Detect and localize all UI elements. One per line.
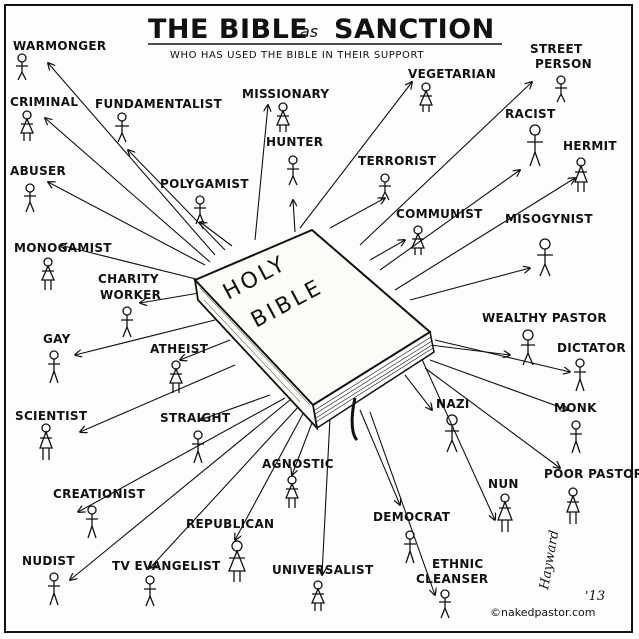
- figure-missionary: [276, 102, 290, 132]
- label-criminal: CRIMINAL: [10, 95, 78, 109]
- label-nun: NUN: [488, 477, 519, 491]
- label-hermit: HERMIT: [563, 139, 617, 153]
- figure-criminal: [20, 110, 34, 141]
- label-monogamist: MONOGAMIST: [14, 241, 112, 255]
- label-vegetarian: VEGETARIAN: [408, 67, 496, 81]
- figure-communist: [411, 225, 425, 255]
- artist-signature: Hayward: [537, 529, 562, 592]
- figure-ethnic-cleanser: [439, 589, 451, 619]
- label-republican: REPUBLICAN: [186, 517, 274, 531]
- figure-hermit: [574, 157, 588, 192]
- label-wealthy-pastor: WEALTHY PASTOR: [482, 311, 607, 325]
- figure-scientist: [39, 423, 53, 460]
- labels: WARMONGER CRIMINAL FUNDAMENTALIST MISSIO…: [10, 39, 639, 586]
- label-street-person-1: STREET: [530, 42, 583, 56]
- label-charity-worker-1: CHARITY: [98, 272, 159, 286]
- figure-democrat: [404, 530, 416, 564]
- label-ethnic-cleanser-1: ETHNIC: [432, 557, 484, 571]
- figure-charity-worker: [121, 306, 133, 338]
- label-abuser: ABUSER: [10, 164, 66, 178]
- label-nazi: NAZI: [436, 397, 470, 411]
- label-ethnic-cleanser-2: CLEANSER: [416, 572, 488, 586]
- cartoon-title: THE BIBLE as SANCTION WHO HAS USED THE B…: [148, 14, 502, 61]
- title-main-right: SANCTION: [334, 14, 495, 45]
- figure-hunter: [287, 155, 299, 186]
- figure-poor-pastor: [566, 487, 580, 524]
- label-democrat: DEMOCRAT: [373, 510, 451, 524]
- label-warmonger: WARMONGER: [13, 39, 106, 53]
- figure-vegetarian: [419, 82, 433, 112]
- arrows: [45, 63, 575, 595]
- label-nudist: NUDIST: [22, 554, 75, 568]
- copyright-credit: ©nakedpastor.com: [490, 606, 595, 619]
- label-communist: COMMUNIST: [396, 207, 483, 221]
- label-street-person-2: PERSON: [535, 57, 592, 71]
- label-creationist: CREATIONIST: [53, 487, 146, 501]
- figure-fundamentalist: [115, 112, 129, 143]
- figure-abuser: [24, 183, 36, 213]
- label-scientist: SCIENTIST: [15, 409, 88, 423]
- figure-misogynist: [537, 238, 553, 277]
- figure-atheist: [169, 360, 183, 393]
- figure-creationist: [86, 505, 98, 539]
- signature-block: Hayward '13 ©nakedpastor.com: [490, 529, 605, 619]
- figure-tv-evangelist: [144, 575, 156, 607]
- figure-wealthy-pastor: [521, 329, 535, 366]
- figure-nudist: [48, 572, 60, 606]
- label-dictator: DICTATOR: [557, 341, 626, 355]
- figure-racist: [527, 124, 543, 167]
- label-universalist: UNIVERSALIST: [272, 563, 374, 577]
- label-polygamist: POLYGAMIST: [160, 177, 249, 191]
- label-misogynist: MISOGYNIST: [505, 212, 593, 226]
- figure-nun: [497, 493, 513, 532]
- figure-polygamist: [194, 195, 206, 225]
- signature-year: '13: [585, 589, 605, 604]
- stick-figures: [16, 53, 588, 619]
- label-agnostic: AGNOSTIC: [262, 457, 334, 471]
- label-missionary: MISSIONARY: [242, 87, 329, 101]
- label-charity-worker-2: WORKER: [100, 288, 161, 302]
- figure-universalist: [311, 580, 325, 611]
- title-main-left: THE BIBLE: [148, 14, 308, 45]
- figure-terrorist: [379, 173, 391, 201]
- label-tv-evangelist: TV EVANGELIST: [112, 559, 221, 573]
- figure-straight: [192, 430, 204, 464]
- title-subtitle: WHO HAS USED THE BIBLE IN THEIR SUPPORT: [170, 50, 424, 61]
- label-poor-pastor: POOR PASTOR: [544, 467, 639, 481]
- label-fundamentalist: FUNDAMENTALIST: [95, 97, 223, 111]
- title-as: as: [300, 22, 318, 41]
- figure-monk: [570, 420, 582, 454]
- holy-bible-book: HOLY BIBLE: [193, 228, 435, 442]
- label-terrorist: TERRORIST: [358, 154, 437, 168]
- label-racist: RACIST: [505, 107, 556, 121]
- label-gay: GAY: [43, 332, 71, 346]
- figure-dictator: [574, 358, 586, 392]
- figure-republican: [228, 540, 246, 582]
- label-straight: STRAIGHT: [160, 411, 231, 425]
- figure-warmonger: [16, 53, 28, 81]
- figure-street-person: [555, 75, 567, 103]
- label-atheist: ATHEIST: [150, 342, 209, 356]
- figure-monogamist: [41, 257, 55, 290]
- label-monk: MONK: [554, 401, 597, 415]
- figure-agnostic: [285, 475, 299, 508]
- figure-nazi: [445, 414, 459, 453]
- label-hunter: HUNTER: [266, 135, 323, 149]
- figure-gay: [48, 350, 60, 384]
